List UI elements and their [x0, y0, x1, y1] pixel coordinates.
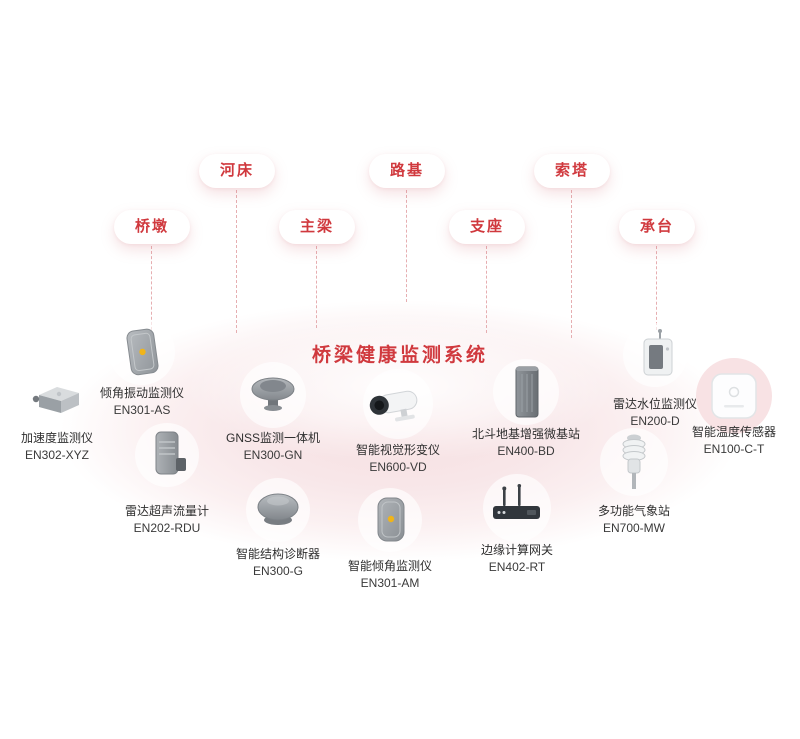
device-temperature-sensor — [704, 366, 764, 426]
connector-riverbed — [236, 190, 237, 333]
beidou-base-station-icon — [515, 366, 539, 418]
device-radar-water-level — [632, 328, 678, 382]
device-radar-ultrasonic-flowmeter — [144, 427, 190, 483]
device-label-radar-flowmeter: 雷达超声流量计 EN202-RDU — [124, 504, 209, 535]
device-beidou-base-station — [504, 362, 548, 422]
structure-diagnoser-icon — [257, 493, 299, 525]
pill-bearing: 支座 — [449, 210, 525, 244]
device-label-structure-diagnoser: 智能结构诊断器 EN300-G — [235, 547, 320, 578]
connector-cable-tower — [571, 190, 572, 338]
device-edge-gateway — [485, 484, 549, 532]
device-label-weather-station: 多功能气象站 EN700-MW — [597, 504, 670, 535]
device-tilt-vibration — [120, 324, 164, 380]
device-label-tilt-monitor: 智能倾角监测仪 EN301-AM — [347, 559, 432, 590]
pill-cable-tower: 索塔 — [534, 154, 610, 188]
pill-pile-cap: 承台 — [619, 210, 695, 244]
pill-riverbed: 河床 — [199, 154, 275, 188]
radar-water-level-icon — [643, 329, 673, 376]
device-label-tilt-vibration: 倾角振动监测仪 EN301-AS — [99, 386, 184, 417]
device-label-edge-gateway: 边缘计算网关 EN402-RT — [480, 543, 553, 574]
connector-main-girder — [316, 246, 317, 328]
temperature-sensor-icon — [711, 373, 757, 419]
gnss-antenna-icon — [251, 377, 295, 411]
vision-camera-icon — [369, 390, 418, 422]
connector-bearing — [486, 246, 487, 333]
tilt-monitor-icon — [377, 497, 405, 542]
device-label-radar-water-level: 雷达水位监测仪 EN200-D — [612, 397, 697, 428]
page-title: 桥梁健康监测系统 — [311, 345, 489, 366]
device-visual-deformation — [365, 380, 431, 428]
device-label-accelerometer: 加速度监测仪 EN302-XYZ — [20, 431, 93, 462]
connector-roadbed — [406, 190, 407, 302]
radar-flowmeter-icon — [155, 431, 186, 475]
pill-main-girder: 主梁 — [279, 210, 355, 244]
weather-station-icon — [622, 434, 646, 489]
connector-pile-cap — [656, 246, 657, 330]
tilt-vibration-sensor-icon — [126, 328, 159, 376]
device-label-beidou-base-station: 北斗地基增强微基站 EN400-BD — [471, 427, 580, 458]
pill-roadbed: 路基 — [369, 154, 445, 188]
device-gnss — [246, 372, 300, 418]
accelerometer-icon — [32, 387, 79, 413]
device-weather-station — [611, 431, 657, 493]
device-label-gnss: GNSS监测一体机 EN300-GN — [225, 431, 320, 462]
device-accelerometer — [29, 381, 85, 415]
device-label-temperature-sensor: 智能温度传感器 EN100-C-T — [691, 425, 776, 456]
connector-pier — [151, 246, 152, 340]
edge-gateway-icon — [493, 484, 540, 519]
pill-pier: 桥墩 — [114, 210, 190, 244]
device-label-visual-deformation: 智能视觉形变仪 EN600-VD — [355, 443, 440, 474]
device-tilt-monitor — [368, 493, 412, 547]
device-structure-diagnoser — [251, 488, 305, 532]
